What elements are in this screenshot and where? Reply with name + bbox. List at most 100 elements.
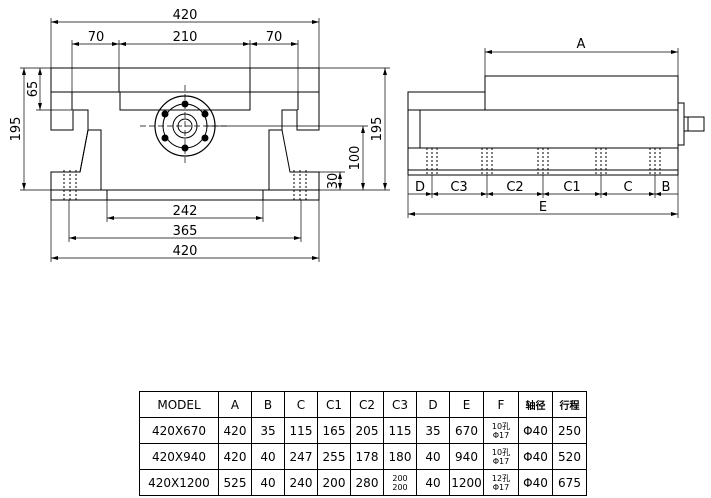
table-cell: 200	[317, 469, 351, 496]
table-cell-text: 940	[455, 449, 478, 464]
front-base-holes	[63, 170, 307, 200]
table-cell-text: 行程	[559, 401, 580, 412]
dim-height-30: 30	[326, 173, 341, 190]
table-cell: 178	[350, 443, 384, 470]
table-cell-text: 40	[260, 449, 276, 464]
table-cell: 40	[251, 443, 285, 470]
table-header-cell: C	[284, 391, 318, 418]
table-cell: 420	[218, 417, 252, 444]
table-cell-text: 115	[289, 423, 313, 438]
table-cell: 115	[284, 417, 318, 444]
table-cell: Φ40	[518, 443, 553, 470]
table-cell-text: 180	[388, 449, 412, 464]
table-cell-text: 200	[322, 475, 346, 490]
label-c: C	[623, 180, 632, 195]
side-view-holes	[426, 148, 661, 175]
table-cell-line: Φ17	[492, 482, 510, 492]
table-header-cell: C2	[350, 391, 384, 418]
table-header-cell: C1	[317, 391, 351, 418]
table-cell: 420X940	[139, 443, 219, 470]
table-cell-text: 40	[425, 475, 441, 490]
table-cell: 420X1200	[139, 469, 219, 496]
table-cell-text: C2	[358, 397, 375, 412]
table-header-cell: C3	[383, 391, 417, 418]
table-cell-text: E	[462, 397, 471, 412]
table-cell: 180	[383, 443, 417, 470]
dim-side-left: 70	[88, 30, 105, 45]
table-cell-text: Φ40	[523, 475, 548, 490]
table-cell-text: MODEL	[157, 397, 201, 412]
table-cell-text: 165	[322, 423, 346, 438]
table-cell: 35	[416, 417, 450, 444]
table-cell-text: B	[263, 397, 273, 412]
table-header-cell: A	[218, 391, 252, 418]
table-cell: 420	[218, 443, 252, 470]
table-cell-text: 520	[558, 449, 581, 464]
label-e: E	[539, 200, 547, 215]
table-cell: 280	[350, 469, 384, 496]
table-cell-text: 轴径	[525, 401, 546, 412]
table-header-cell: B	[251, 391, 285, 418]
table-cell-text: Φ40	[523, 423, 548, 438]
table-cell-text: F	[497, 397, 505, 412]
table-cell-line: 10孔	[491, 421, 511, 431]
table-header-cell: D	[416, 391, 450, 418]
table-cell-line: 200	[392, 473, 408, 483]
table-cell-text: 670	[455, 423, 478, 438]
table-cell-text: 115	[388, 423, 412, 438]
table-cell-text: 420X670	[151, 423, 207, 438]
table-cell-text: 247	[289, 449, 313, 464]
dim-bottom-365: 365	[173, 224, 198, 239]
table-cell-line: 200	[392, 482, 408, 492]
table-cell: 40	[251, 469, 285, 496]
table-cell-text: 240	[289, 475, 313, 490]
table-cell-text: 675	[558, 475, 581, 490]
table-cell-text: A	[230, 397, 240, 412]
table-cell-line: 12孔	[491, 473, 511, 483]
table-header-cell: MODEL	[139, 391, 219, 418]
table-cell-line: Φ17	[492, 456, 510, 466]
label-c2: C2	[506, 180, 523, 195]
table-cell-text: 205	[355, 423, 379, 438]
table-header-cell: 行程	[552, 391, 587, 418]
dim-bottom-420: 420	[173, 244, 198, 259]
table-cell: 240	[284, 469, 318, 496]
table-cell: 115	[383, 417, 417, 444]
table-cell: 40	[416, 469, 450, 496]
table-cell: 670	[449, 417, 484, 444]
table-cell: Φ40	[518, 417, 553, 444]
table-cell: 35	[251, 417, 285, 444]
table-cell-text: Φ40	[523, 449, 548, 464]
table-cell: 525	[218, 469, 252, 496]
dim-height-total-left: 195	[9, 117, 24, 142]
table-cell-text: 35	[260, 423, 276, 438]
table-cell: 247	[284, 443, 318, 470]
label-c1: C1	[563, 180, 580, 195]
table-cell-text: D	[428, 397, 438, 412]
table-cell-text: 525	[223, 475, 247, 490]
table-cell: 1200	[449, 469, 484, 496]
dim-height-100: 100	[348, 146, 363, 171]
table-cell-text: 40	[425, 449, 441, 464]
table-cell: Φ40	[518, 469, 553, 496]
table-header-cell: 轴径	[518, 391, 553, 418]
table-cell-text: 420	[223, 423, 247, 438]
front-view-outline	[50, 67, 320, 201]
dim-overall-width: 420	[173, 8, 198, 23]
dim-side-right: 70	[266, 30, 283, 45]
table-cell-line: Φ17	[492, 430, 510, 440]
table-header-cell: E	[449, 391, 484, 418]
front-dimension-lines	[20, 18, 390, 262]
dim-height-upper: 65	[26, 81, 41, 98]
table-cell-text: 420X940	[151, 449, 207, 464]
